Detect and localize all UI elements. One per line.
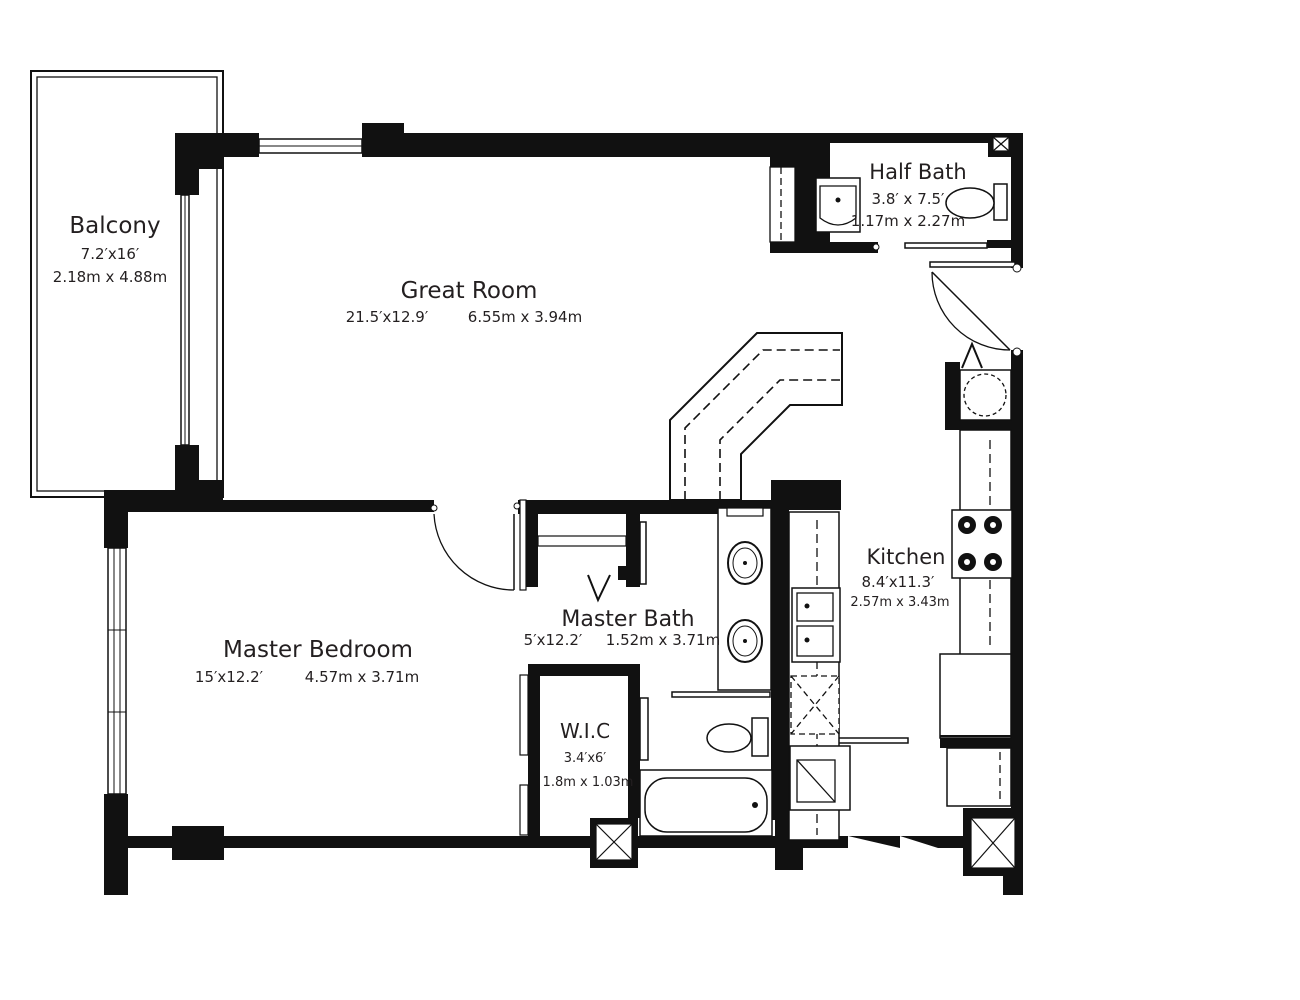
room-dimensions-m: 4.57m x 3.71m — [305, 668, 419, 686]
vanity-sink-icon — [727, 541, 763, 585]
room-dimensions-m: 6.55m x 3.94m — [468, 308, 582, 326]
room-label-half-bath: Half Bath 3.8′ x 7.5′ 1.17m x 2.27m — [851, 160, 967, 230]
room-dimensions-m: 2.18m x 4.88m — [53, 268, 167, 286]
room-name: Master Bedroom — [223, 637, 413, 663]
room-dimensions-ft: 3.4′x6′ — [564, 751, 607, 766]
room-name: W.I.C — [560, 719, 610, 743]
room-label-kitchen: Kitchen 8.4′x11.3′ 2.57m x 3.43m — [850, 545, 949, 610]
room-dimensions-ft: 21.5′x12.9′ — [346, 308, 429, 326]
room-name: Balcony — [69, 213, 160, 239]
laundry-icon — [789, 745, 851, 811]
stove-icon — [951, 509, 1013, 579]
room-dimensions-m: 2.57m x 3.43m — [850, 595, 949, 610]
room-dimensions-ft: 7.2′x16′ — [81, 245, 140, 263]
room-label-wic: W.I.C 3.4′x6′ 1.8m x 1.03m — [543, 719, 634, 790]
kitchen-sink-icon — [791, 587, 841, 663]
pantry-closet — [946, 747, 1012, 807]
room-dimensions-m: 1.17m x 2.27m — [851, 212, 965, 230]
room-label-master-bedroom: Master Bedroom 15′x12.2′ 4.57m x 3.71m — [195, 637, 419, 686]
room-label-great-room: Great Room 21.5′x12.9′ 6.55m x 3.94m — [346, 278, 582, 326]
room-dimensions-m: 1.8m x 1.03m — [543, 775, 634, 790]
toilet-icon — [706, 717, 769, 757]
room-dimensions-ft: 3.8′ x 7.5′ — [872, 190, 946, 208]
room-label-master-bath: Master Bath 5′x12.2′ 1.52m x 3.71m — [524, 607, 721, 649]
exterior-walls — [104, 123, 1023, 895]
room-dimensions-ft: 8.4′x11.3′ — [862, 573, 936, 591]
kitchen-island-counter — [669, 332, 843, 501]
refrigerator-icon — [939, 653, 1012, 739]
sink-icon — [815, 177, 861, 233]
washer-icon — [959, 369, 1012, 421]
bathtub-icon — [639, 769, 773, 837]
room-dimensions-ft: 5′x12.2′ — [524, 631, 583, 649]
room-label-balcony: Balcony 7.2′x16′ 2.18m x 4.88m — [53, 213, 167, 286]
interior-walls — [518, 143, 1011, 840]
fixtures — [639, 177, 1013, 837]
toilet-icon — [945, 183, 1008, 221]
room-dimensions-m: 1.52m x 3.71m — [606, 631, 720, 649]
room-dimensions-ft: 15′x12.2′ — [195, 668, 264, 686]
room-name: Half Bath — [869, 160, 966, 184]
room-name: Master Bath — [561, 607, 694, 632]
room-name: Kitchen — [867, 545, 946, 569]
vanity-sink-icon — [727, 619, 763, 663]
room-name: Great Room — [401, 278, 538, 304]
dishwasher-icon — [790, 675, 840, 735]
